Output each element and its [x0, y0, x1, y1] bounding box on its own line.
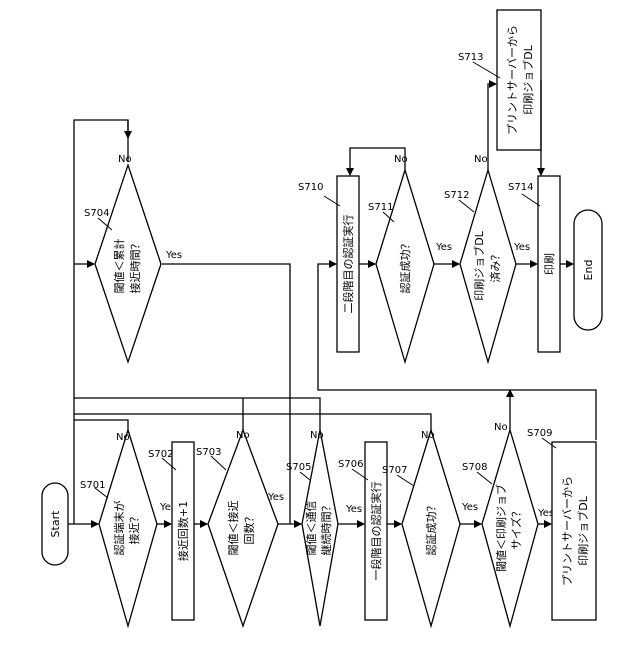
- s705-line2: 継続時間？: [319, 501, 333, 556]
- s712-line2: 済み？: [488, 250, 502, 283]
- s702-step: S702: [148, 449, 173, 460]
- s710-step: S710: [298, 182, 323, 193]
- decision-s707: 認証成功？ S707 Yes No: [382, 430, 478, 626]
- s704-line1: 閾値＜累計: [112, 239, 126, 294]
- s706-label: 一段階目の認証実行: [369, 482, 383, 581]
- s711-step: S711: [368, 202, 393, 213]
- s713-step: S713: [458, 52, 483, 63]
- s704-no: No: [118, 154, 132, 165]
- s713-line2: 印刷ジョブDL: [521, 44, 535, 114]
- s708-no: No: [494, 422, 508, 433]
- s709-step: S709: [527, 428, 552, 439]
- s712-line1: 印刷ジョブDL: [472, 230, 486, 300]
- s712-yes: Yes: [513, 242, 530, 253]
- s704-step: S704: [84, 208, 109, 219]
- start-label: Start: [49, 510, 62, 538]
- s702-label: 接近回数+1: [177, 501, 190, 561]
- s701-step: S701: [80, 480, 105, 491]
- s709-line2: 印刷ジョブDL: [576, 495, 590, 565]
- s707-step: S707: [382, 465, 407, 476]
- s704-line2: 接近時間？: [129, 239, 142, 294]
- s713-line1: プリントサーバーから: [506, 25, 519, 135]
- s714-label: 印刷: [543, 253, 556, 275]
- decision-s711: 認証成功？ S711 Yes No: [368, 154, 452, 362]
- decision-s703: 閾値＜接近 回数？ S703 Yes No: [196, 430, 284, 626]
- s703-no: No: [236, 430, 250, 441]
- process-s713: プリントサーバーから 印刷ジョブDL S713: [458, 10, 541, 150]
- s708-line1: 閾値＜印刷ジョブ: [494, 484, 508, 572]
- s711-yes: Yes: [435, 242, 452, 253]
- s708-step: S708: [462, 462, 487, 473]
- s712-step: S712: [444, 190, 469, 201]
- arrow-s712-no: [488, 84, 496, 170]
- s711-line1: 認証成功？: [398, 239, 412, 294]
- s703-step: S703: [196, 447, 221, 458]
- s710-label: 二段階目の認証実行: [341, 215, 355, 314]
- s703-line2: 回数？: [243, 512, 256, 545]
- s712-no: No: [474, 154, 488, 165]
- s704-yes: Yes: [165, 250, 182, 261]
- s706-step: S706: [338, 459, 363, 470]
- s703-line1: 閾値＜接近: [227, 501, 240, 556]
- s703-yes: Yes: [267, 492, 284, 503]
- end-terminal: End: [574, 210, 602, 330]
- s701-line2: 接近？: [128, 512, 141, 545]
- s708-line2: サイズ？: [509, 506, 523, 550]
- start-terminal: Start: [42, 483, 68, 565]
- s701-no: No: [116, 432, 130, 443]
- s707-line1: 認証成功？: [424, 501, 438, 556]
- process-s706: 一段階目の認証実行 S706: [338, 442, 387, 620]
- s705-yes: Yes: [345, 504, 362, 515]
- s707-yes: Yes: [461, 502, 478, 513]
- s707-no: No: [421, 430, 435, 441]
- s705-line1: 閾値＜通信: [305, 501, 318, 556]
- s709-line1: プリントサーバーから: [561, 476, 574, 586]
- s714-step: S714: [508, 182, 533, 193]
- s701-line1: 認証端末が: [112, 501, 126, 556]
- s705-no: No: [310, 430, 324, 441]
- end-label: End: [582, 260, 595, 281]
